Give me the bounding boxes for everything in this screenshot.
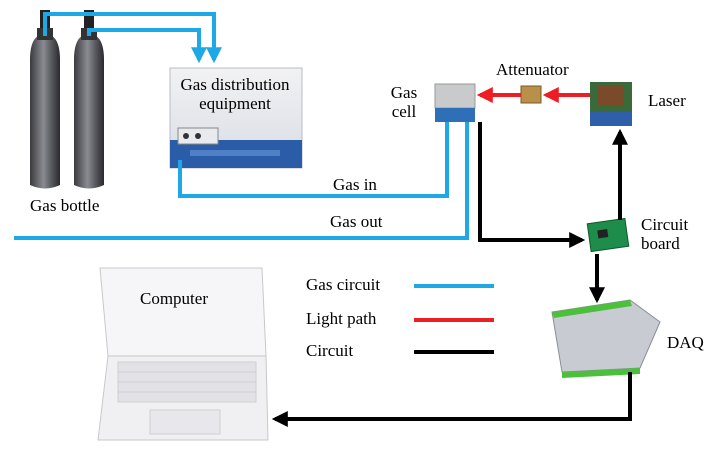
- gas-distribution-label: Gas distribution equipment: [160, 75, 310, 113]
- computer-icon: [97, 267, 269, 441]
- circuit-lines: [271, 122, 632, 427]
- legend-label-gas: Gas circuit: [306, 275, 381, 294]
- laser-icon: [590, 82, 632, 126]
- legend-label-circuit: Circuit: [306, 341, 354, 360]
- gas-bottle-icon: [30, 10, 104, 189]
- laser-label: Laser: [648, 91, 686, 110]
- daq-icon: [551, 299, 661, 378]
- gas-distribution-equipment-icon: [169, 67, 303, 169]
- gas-circuit-lines: [14, 12, 469, 240]
- gas-bottle-label: Gas bottle: [30, 196, 100, 215]
- circuit-board-label-line2: board: [641, 233, 680, 253]
- gas-out-label: Gas out: [330, 212, 383, 231]
- attenuator-icon: [520, 85, 542, 104]
- legend-lines: [414, 284, 494, 354]
- gas-cell-icon: [434, 83, 476, 122]
- gas-in-label: Gas in: [333, 175, 377, 194]
- circuit-board-icon: [586, 217, 630, 253]
- gas-distribution-label-line1: Gas distribution: [180, 75, 290, 94]
- circuit-board-label: Circuit board: [641, 215, 689, 253]
- daq-label: DAQ: [667, 333, 704, 352]
- gas-cell-label: Gas cell: [384, 83, 424, 121]
- attenuator-label: Attenuator: [496, 60, 569, 79]
- computer-label: Computer: [140, 289, 208, 308]
- gas-cell-label-line1: Gas: [390, 83, 418, 102]
- legend-label-light: Light path: [306, 309, 377, 328]
- gas-cell-label-line2: cell: [391, 101, 417, 121]
- gas-distribution-label-line2: equipment: [199, 93, 271, 113]
- circuit-board-label-line1: Circuit: [641, 215, 689, 234]
